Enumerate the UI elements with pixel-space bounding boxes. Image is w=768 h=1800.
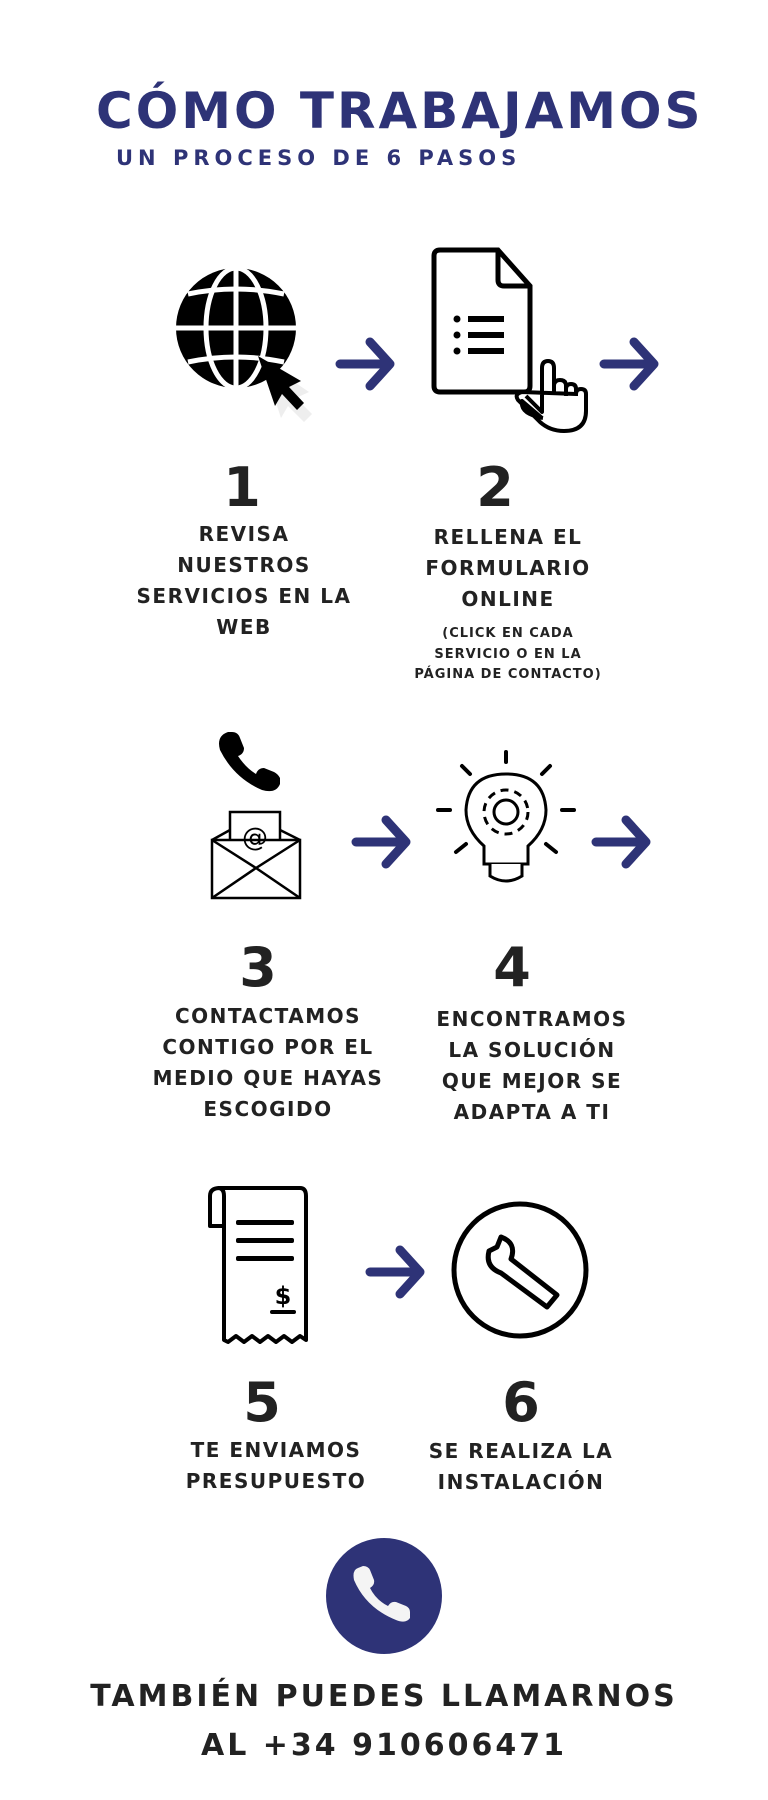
phone-icon <box>219 732 280 792</box>
step-5-line: TE ENVIAMOS <box>190 1438 362 1462</box>
step-3-line: ESCOGIDO <box>203 1097 333 1121</box>
step-3-number: 3 <box>239 936 277 999</box>
step-1-line: REVISA <box>198 522 290 546</box>
step-2-note: (CLICK EN CADA SERVICIO O EN LA PÁGINA D… <box>368 624 648 686</box>
step-3-description: CONTACTAMOS CONTIGO POR EL MEDIO QUE HAY… <box>128 1001 408 1125</box>
step-3-line: CONTIGO POR EL <box>162 1035 374 1059</box>
step-1-line: WEB <box>216 615 272 639</box>
arrow-right-icon <box>599 337 659 391</box>
page-title: CÓMO TRABAJAMOS <box>96 82 704 140</box>
step-4-line: ENCONTRAMOS <box>436 1007 628 1031</box>
phone-icon <box>353 1566 410 1622</box>
step-2-line: RELLENA EL <box>433 525 583 549</box>
step-4-line: LA SOLUCIÓN <box>448 1038 616 1062</box>
step-2-line: ONLINE <box>461 587 555 611</box>
step-4-line: ADAPTA A TI <box>453 1100 611 1124</box>
step-4-line: QUE MEJOR SE <box>441 1069 623 1093</box>
step-2-note-line: SERVICIO O EN LA <box>434 646 582 662</box>
step-3-line: MEDIO QUE HAYAS <box>152 1066 384 1090</box>
step-2-description: RELLENA EL FORMULARIO ONLINE <box>368 522 648 615</box>
globe-cursor-icon <box>176 265 312 422</box>
step-4-number: 4 <box>493 936 531 999</box>
svg-text:$: $ <box>275 1282 292 1310</box>
step-6-number: 6 <box>502 1371 540 1434</box>
step-2-number: 2 <box>476 456 514 519</box>
arrow-right-icon <box>365 1245 425 1299</box>
step-2-line: FORMULARIO <box>425 556 591 580</box>
step-1-number: 1 <box>223 456 261 519</box>
svg-text:@: @ <box>242 823 268 853</box>
lightbulb-gear-icon <box>436 750 576 883</box>
wrench-icon <box>451 1201 589 1339</box>
arrow-right-icon <box>335 337 395 391</box>
page-subtitle: UN PROCESO DE 6 PASOS <box>116 146 522 170</box>
step-5-number: 5 <box>243 1371 281 1434</box>
step-6-description: SE REALIZA LA INSTALACIÓN <box>381 1436 661 1498</box>
step-1-line: SERVICIOS EN LA <box>136 584 352 608</box>
footer-phone-number[interactable]: AL +34 910606471 <box>201 1728 567 1763</box>
arrow-right-icon <box>351 815 411 869</box>
step-6-line: INSTALACIÓN <box>437 1470 605 1494</box>
step-5-line: PRESUPUESTO <box>185 1469 367 1493</box>
receipt-icon: $ <box>208 1186 308 1344</box>
step-3-line: CONTACTAMOS <box>174 1004 362 1028</box>
step-1-description: REVISA NUESTROS SERVICIOS EN LA WEB <box>104 519 384 643</box>
step-2-note-line: (CLICK EN CADA <box>442 626 574 641</box>
step-1-line: NUESTROS <box>177 553 311 577</box>
step-4-description: ENCONTRAMOS LA SOLUCIÓN QUE MEJOR SE ADA… <box>392 1004 672 1128</box>
form-document-icon <box>431 247 588 433</box>
step-5-description: TE ENVIAMOS PRESUPUESTO <box>136 1435 416 1497</box>
arrow-right-icon <box>591 815 651 869</box>
footer-call-text: TAMBIÉN PUEDES LLAMARNOS <box>90 1679 678 1714</box>
step-6-line: SE REALIZA LA <box>428 1439 614 1463</box>
phone-email-icon: @ <box>210 732 302 900</box>
call-button[interactable] <box>326 1538 442 1654</box>
step-2-note-line: PÁGINA DE CONTACTO) <box>414 667 602 682</box>
